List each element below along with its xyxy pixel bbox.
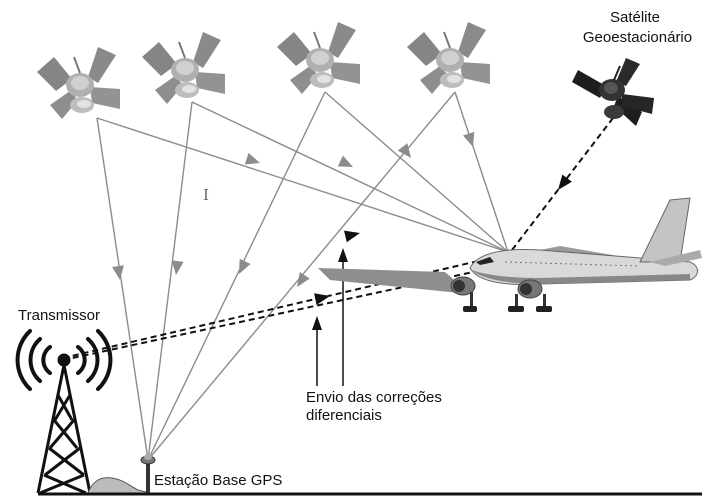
geostationary-satellite-icon bbox=[572, 58, 654, 126]
gps-antenna-icon bbox=[140, 454, 156, 493]
correction-links bbox=[62, 117, 614, 361]
gps-signal-arrowheads bbox=[111, 131, 475, 287]
text-cursor-icon: I bbox=[203, 186, 209, 204]
ground-hill bbox=[87, 477, 151, 494]
satellite-icon bbox=[141, 31, 226, 105]
radio-tower-icon bbox=[36, 353, 92, 495]
airplane-icon bbox=[318, 197, 702, 312]
geo-satellite-label-line1: Satélite bbox=[609, 9, 661, 26]
satellite-icon bbox=[406, 21, 491, 95]
geo-satellite-label-line2: Geoestacionário bbox=[582, 29, 693, 46]
satellite-icon bbox=[36, 46, 121, 120]
satellite-icon bbox=[276, 21, 361, 95]
corrections-label-line1: Envio das correções bbox=[306, 389, 442, 406]
correction-arrowheads bbox=[314, 174, 572, 306]
radio-waves bbox=[15, 329, 113, 391]
base-station-label: Estação Base GPS bbox=[154, 472, 283, 489]
transmitter-label: Transmissor bbox=[18, 307, 100, 324]
corrections-label-line2: diferenciais bbox=[306, 407, 382, 424]
